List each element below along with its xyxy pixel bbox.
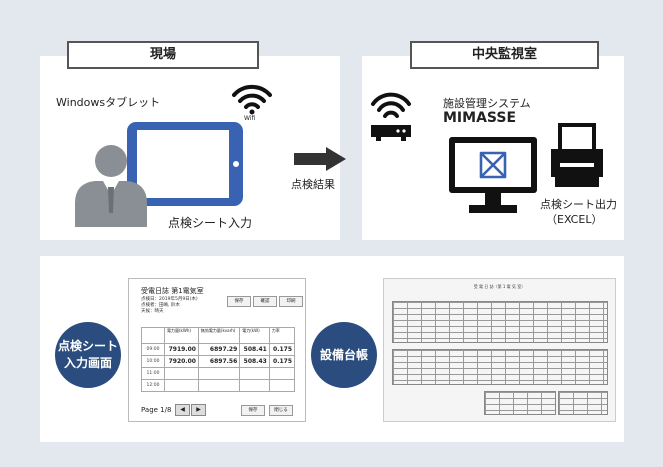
table-row: 12:00 — [141, 379, 296, 392]
system-name: MIMASSE — [443, 110, 517, 126]
arrow-right-icon — [294, 147, 346, 171]
input-screen-badge: 点検シート 入力画面 — [55, 322, 121, 388]
form-meta-inspector: 点検者：田嶋, 鈴木 — [141, 303, 180, 308]
wifi-router-icon — [371, 92, 411, 141]
cell-input[interactable]: 508.41 — [239, 343, 270, 356]
cell-input[interactable]: 6897.56 — [197, 355, 241, 368]
central-tag: 中央監視室 — [410, 41, 599, 69]
ledger-grid-top — [392, 301, 608, 343]
save-bottom-button[interactable]: 保存 — [241, 405, 265, 416]
table-row: 11:00 — [141, 367, 296, 380]
row-time: 10:00 — [141, 355, 165, 368]
chevron-right-icon: ▶ — [196, 406, 201, 413]
col-header: 無効電力量(kvarh) — [197, 327, 241, 344]
person-icon — [75, 145, 147, 227]
cell-input[interactable]: 0.175 — [268, 343, 296, 356]
cell-input[interactable]: 6897.29 — [197, 343, 241, 356]
input-label: 点検シート入力 — [168, 216, 253, 230]
printer-icon — [551, 123, 603, 187]
cell-input[interactable] — [268, 379, 296, 392]
monitor-icon — [449, 137, 537, 213]
ledger-badge: 設備台帳 — [311, 322, 377, 388]
cell-input[interactable] — [268, 367, 296, 380]
table-row: 09:00 7919.00 6897.29 508.41 0.175 — [141, 343, 296, 356]
tablet-icon — [127, 122, 243, 206]
system-label: 施設管理システム — [443, 97, 531, 110]
next-page-button[interactable]: ▶ — [191, 404, 206, 416]
page-indicator: Page 1/8 — [141, 406, 172, 414]
form-meta-weather: 天候：晴天 — [141, 309, 164, 314]
cell-input[interactable] — [197, 379, 241, 392]
ledger-grid-middle — [392, 349, 608, 385]
tablet-label: Windowsタブレット — [56, 96, 161, 109]
cell-input[interactable]: 7919.00 — [164, 343, 199, 356]
equipment-ledger-sheet: 受 電 日 誌（第 1 電 気 室） — [383, 278, 616, 422]
ledger-grid-bottom-right — [558, 391, 608, 415]
confirm-button[interactable]: 確認 — [253, 296, 277, 307]
cell-input[interactable]: 508.43 — [239, 355, 270, 368]
form-meta-date: 点検日：2019年5月9日(木) — [141, 297, 198, 302]
cell-input[interactable] — [239, 367, 270, 380]
output-label: 点検シート出力 — [540, 198, 617, 211]
cell-input[interactable] — [197, 367, 241, 380]
ledger-grid-bottom-left — [484, 391, 556, 415]
ledger-title: 受 電 日 誌（第 1 電 気 室） — [473, 284, 526, 289]
form-meta: 点検日：2019年5月9日(木) 点検者：田嶋, 鈴木 天候：晴天 — [141, 297, 198, 315]
chevron-left-icon: ◀ — [180, 406, 185, 413]
inspection-form: 受電日誌 第1電気室 点検日：2019年5月9日(木) 点検者：田嶋, 鈴木 天… — [128, 278, 306, 422]
output-format-label: （EXCEL） — [546, 213, 603, 226]
print-button[interactable]: 印刷 — [279, 296, 303, 307]
cell-input[interactable] — [239, 379, 270, 392]
prev-page-button[interactable]: ◀ — [175, 404, 190, 416]
input-screen-line2: 入力画面 — [63, 356, 112, 370]
row-time: 12:00 — [141, 379, 165, 392]
save-button[interactable]: 保存 — [227, 296, 251, 307]
row-time: 09:00 — [141, 343, 165, 356]
col-header: 電力(kW) — [239, 327, 270, 344]
cell-input[interactable]: 7920.00 — [164, 355, 199, 368]
cell-input[interactable] — [164, 379, 199, 392]
wifi-icon — [232, 84, 272, 115]
cell-input[interactable] — [164, 367, 199, 380]
col-header: 力率 — [268, 327, 296, 344]
readings-table: 電力量(kWh) 無効電力量(kvarh) 電力(kW) 力率 09:00 79… — [141, 327, 296, 392]
site-tag: 現場 — [67, 41, 259, 69]
input-screen-line1: 点検シート — [57, 339, 118, 353]
cell-input[interactable]: 0.175 — [268, 355, 296, 368]
wifi-label: Wifi — [244, 115, 256, 122]
transfer-label: 点検結果 — [291, 178, 335, 191]
table-row: 10:00 7920.00 6897.56 508.43 0.175 — [141, 355, 296, 368]
row-time: 11:00 — [141, 367, 165, 380]
close-button[interactable]: 閉じる — [269, 405, 293, 416]
ledger-badge-label: 設備台帳 — [319, 347, 368, 362]
col-header: 電力量(kWh) — [164, 327, 199, 344]
form-title: 受電日誌 第1電気室 — [141, 287, 204, 295]
